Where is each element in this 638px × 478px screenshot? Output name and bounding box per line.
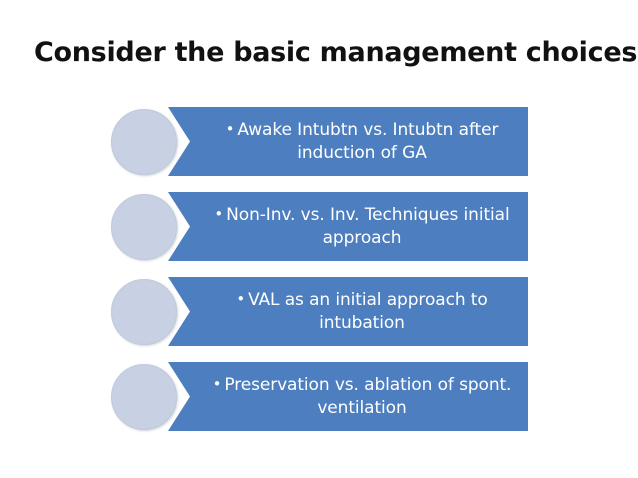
chevron-bar[interactable]: •Preservation vs. ablation of spont. ven… — [168, 362, 528, 431]
chevron-bar[interactable]: •VAL as an initial approach to intubatio… — [168, 277, 528, 346]
list-item[interactable]: •Awake Intubtn vs. Intubtn after inducti… — [0, 105, 638, 176]
chevron-label: Preservation vs. ablation of spont. vent… — [224, 375, 512, 418]
chevron-list: •Awake Intubtn vs. Intubtn after inducti… — [0, 105, 638, 445]
bullet-icon: • — [236, 290, 246, 308]
list-item[interactable]: •Non-Inv. vs. Inv. Techniques initial ap… — [0, 190, 638, 261]
chevron-text: •VAL as an initial approach to intubatio… — [236, 288, 487, 335]
bullet-icon: • — [225, 120, 235, 138]
chevron-bar[interactable]: •Awake Intubtn vs. Intubtn after inducti… — [168, 107, 528, 176]
bullet-icon: • — [212, 375, 222, 393]
chevron-text: •Preservation vs. ablation of spont. ven… — [213, 373, 512, 420]
chevron-label: Awake Intubtn vs. Intubtn after inductio… — [237, 120, 499, 163]
chevron-text: •Awake Intubtn vs. Intubtn after inducti… — [226, 118, 499, 165]
list-item[interactable]: •VAL as an initial approach to intubatio… — [0, 275, 638, 346]
chevron-bar[interactable]: •Non-Inv. vs. Inv. Techniques initial ap… — [168, 192, 528, 261]
chevron-bar-content: •Preservation vs. ablation of spont. ven… — [202, 362, 522, 431]
chevron-text: •Non-Inv. vs. Inv. Techniques initial ap… — [214, 203, 509, 250]
chevron-bar-content: •Awake Intubtn vs. Intubtn after inducti… — [202, 107, 522, 176]
circle-icon — [111, 364, 177, 430]
circle-icon — [111, 279, 177, 345]
circle-icon — [111, 194, 177, 260]
chevron-label: Non-Inv. vs. Inv. Techniques initial app… — [226, 205, 510, 248]
circle-icon — [111, 109, 177, 175]
list-item[interactable]: •Preservation vs. ablation of spont. ven… — [0, 360, 638, 431]
chevron-bar-content: •VAL as an initial approach to intubatio… — [202, 277, 522, 346]
bullet-icon: • — [214, 205, 224, 223]
chevron-bar-content: •Non-Inv. vs. Inv. Techniques initial ap… — [202, 192, 522, 261]
chevron-label: VAL as an initial approach to intubation — [248, 290, 488, 333]
page-title: Consider the basic management choices — [34, 37, 638, 68]
